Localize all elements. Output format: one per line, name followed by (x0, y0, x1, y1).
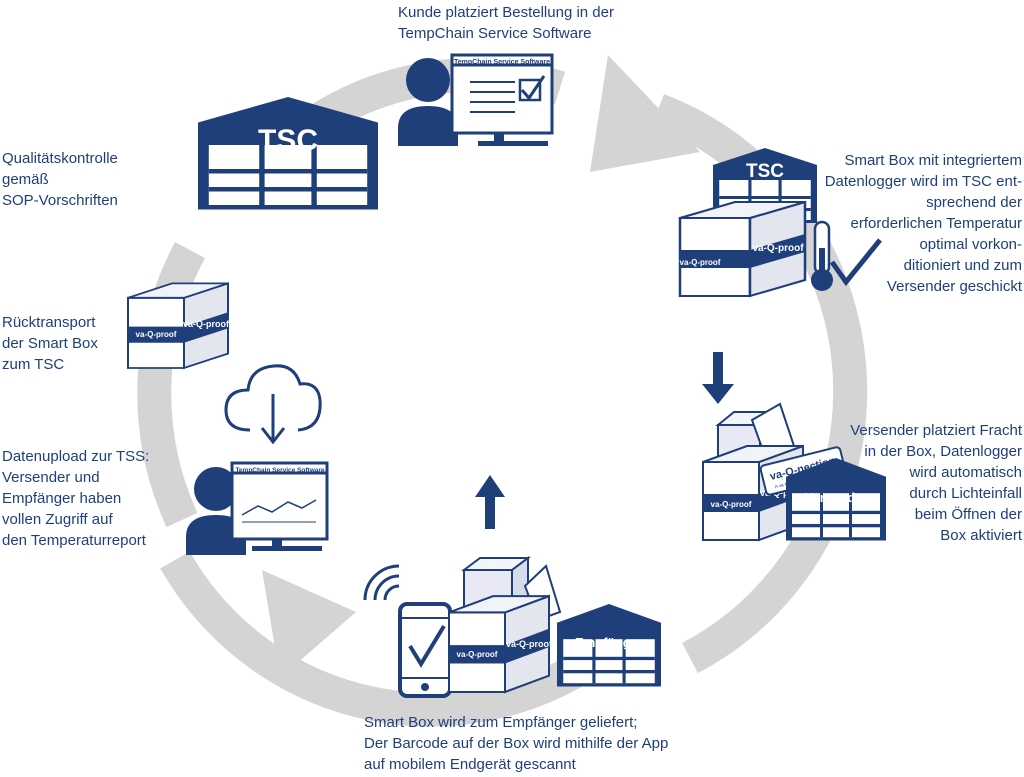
caption-loading: Versender platziert Fracht in der Box, D… (850, 422, 1022, 544)
caption-delivery: Smart Box wird zum Empfänger geliefert; … (364, 714, 669, 773)
warehouse-label-tsc-main: TSC (258, 124, 318, 157)
checkmark-icon-conditioning (829, 238, 882, 287)
monitor-title-top: TempChain Service Software (454, 59, 550, 66)
arrow-up-icon (475, 475, 505, 529)
arrow-down-icon (702, 352, 734, 404)
monitor-icon-upload (230, 461, 329, 551)
smartphone-icon (398, 602, 452, 698)
box-label-conditioning-front: va-Q-proof (680, 258, 721, 267)
caption-quality: Qualitätskontrolle gemäß SOP-Vorschrifte… (2, 150, 118, 209)
box-label-delivery-front: va-Q-proof (457, 650, 498, 659)
wifi-signal-icon (363, 564, 400, 601)
box-label-loading-front: va-Q-proof (711, 500, 752, 509)
caption-upload: Datenupload zur TSS: Versender und Empfä… (2, 448, 150, 549)
box-label-return-front: va-Q-proof (136, 330, 177, 339)
warehouse-label-tsc-small: TSC (746, 161, 784, 182)
monitor-title-upload: TempChain Service Software (235, 467, 324, 474)
caption-order: Kunde platziert Bestellung in der TempCh… (398, 4, 614, 42)
warehouse-label-sender: Versender (805, 490, 868, 505)
caption-return: Rücktransport der Smart Box zum TSC (2, 314, 98, 373)
warehouse-label-receiver: Empfänger (575, 635, 643, 650)
box-label-loading-side: va-Q-proof (760, 488, 807, 498)
box-label-delivery-side: va-Q-proof (506, 639, 553, 649)
checkbox-icon (518, 75, 546, 102)
order-station: TempChain Service Software (398, 53, 554, 146)
ring-arrow-head-top (590, 55, 700, 172)
caption-conditioning: Smart Box mit integriertem Datenlogger w… (824, 152, 1022, 295)
cloud-upload-icon (224, 364, 322, 445)
box-label-conditioning-side: va-Q-proof (752, 243, 804, 254)
box-label-return-side: va-Q-proof (183, 319, 230, 329)
thermometer-icon (811, 220, 833, 291)
ring-arrow-head-left (262, 570, 356, 678)
